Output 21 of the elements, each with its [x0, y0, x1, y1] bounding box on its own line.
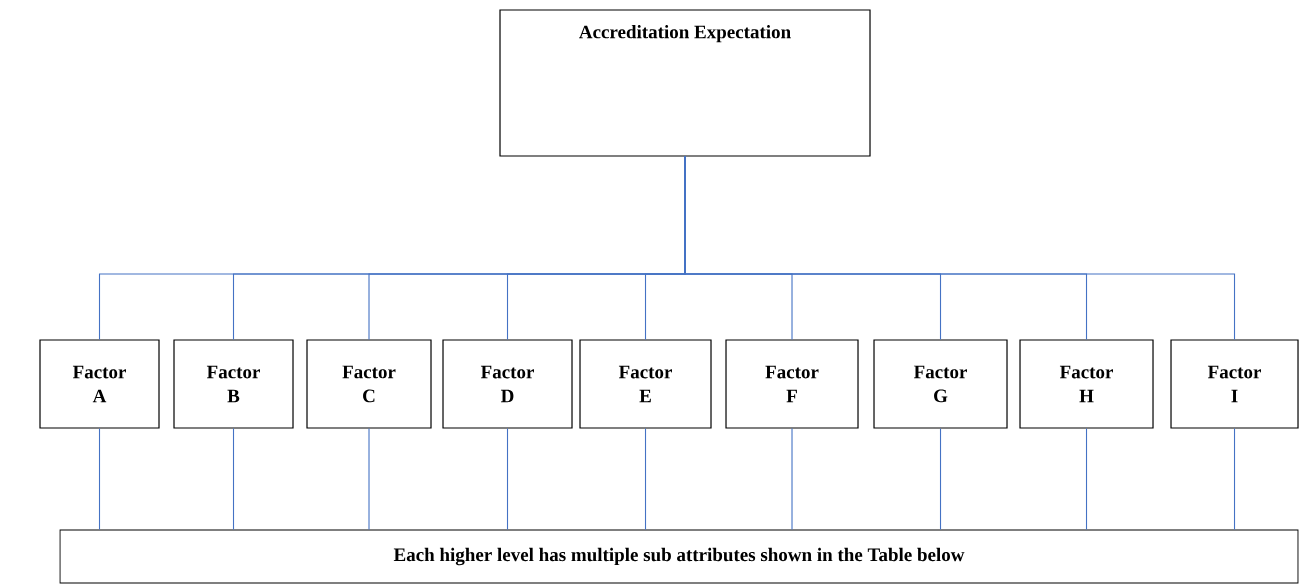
connector-line [506, 428, 509, 531]
factor-box: Factor D [442, 339, 573, 429]
factor-box: Factor C [306, 339, 432, 429]
connector-line [98, 428, 101, 531]
connector-line [791, 428, 793, 531]
note-box: Each higher level has multiple sub attributes shown in the Table below [59, 529, 1299, 584]
connector-line [644, 428, 647, 531]
connector-line [1085, 428, 1088, 531]
factor-box: Factor A [39, 339, 160, 429]
connector-line [1233, 428, 1236, 531]
factor-box: Factor G [873, 339, 1008, 429]
connector-line [684, 156, 1236, 340]
factor-box: Factor E [579, 339, 712, 429]
factor-box: Factor H [1019, 339, 1154, 429]
connector-line [939, 428, 942, 531]
factor-box: Factor B [173, 339, 294, 429]
connector-line [232, 428, 235, 531]
factor-box: Factor I [1170, 339, 1299, 429]
connector-line [368, 428, 370, 531]
factor-box: Factor F [725, 339, 859, 429]
root-box: Accreditation Expectation [499, 9, 871, 157]
